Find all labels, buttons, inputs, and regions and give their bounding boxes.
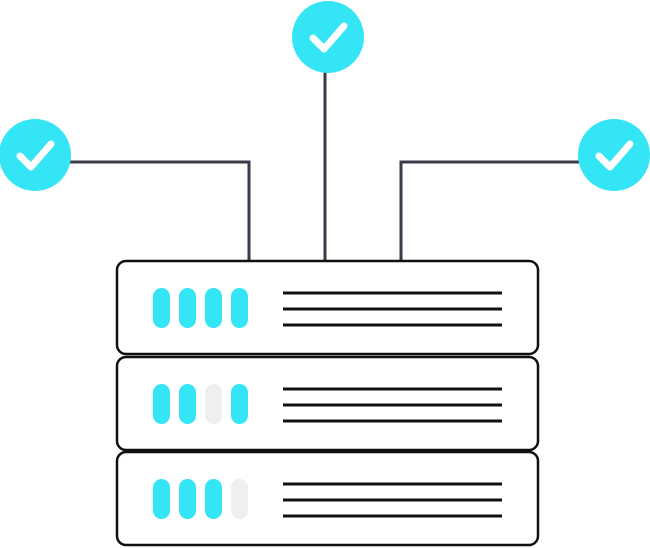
status-led-on: [179, 288, 196, 328]
server-unit: [115, 355, 540, 452]
status-led-on: [205, 479, 222, 519]
status-led-off: [231, 479, 248, 519]
status-led-off: [205, 384, 222, 424]
status-nodes: [0, 1, 650, 191]
status-node: [292, 1, 364, 73]
status-led-on: [153, 384, 170, 424]
status-node-circle: [578, 119, 650, 191]
status-led-on: [231, 384, 248, 424]
status-led-on: [153, 479, 170, 519]
status-node: [0, 119, 71, 191]
check-icon: [595, 140, 634, 171]
status-node-circle: [292, 1, 364, 73]
server-unit: [115, 259, 540, 356]
status-led-on: [231, 288, 248, 328]
server-rack: [115, 259, 540, 547]
status-led-on: [179, 384, 196, 424]
connector-line: [70, 160, 251, 262]
status-node-circle: [0, 119, 71, 191]
status-led-on: [153, 288, 170, 328]
status-led-on: [179, 479, 196, 519]
status-led-on: [205, 288, 222, 328]
check-icon: [309, 22, 348, 53]
connector-lines: [70, 70, 580, 262]
status-node: [578, 119, 650, 191]
server-unit: [115, 450, 540, 547]
connector-line: [399, 160, 580, 262]
check-icon: [16, 140, 55, 171]
